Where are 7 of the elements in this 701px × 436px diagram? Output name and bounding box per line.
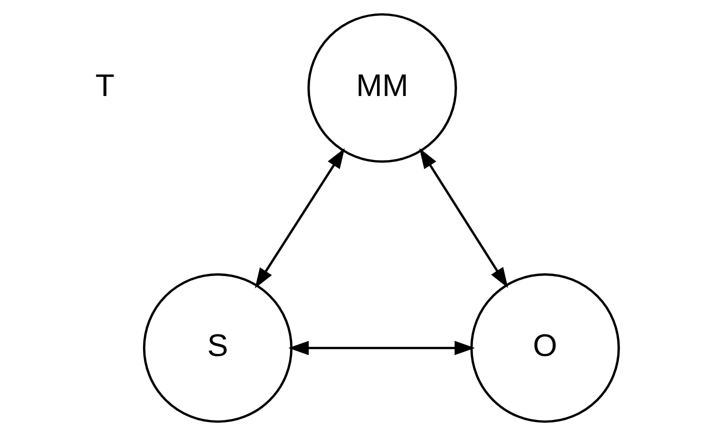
node-circle: S	[142, 273, 293, 423]
arrow	[419, 148, 508, 288]
label: T	[95, 68, 115, 103]
node-circle: MM	[307, 13, 457, 163]
node-circle: O	[470, 273, 620, 423]
arrow	[254, 148, 345, 288]
arrow	[288, 340, 475, 356]
